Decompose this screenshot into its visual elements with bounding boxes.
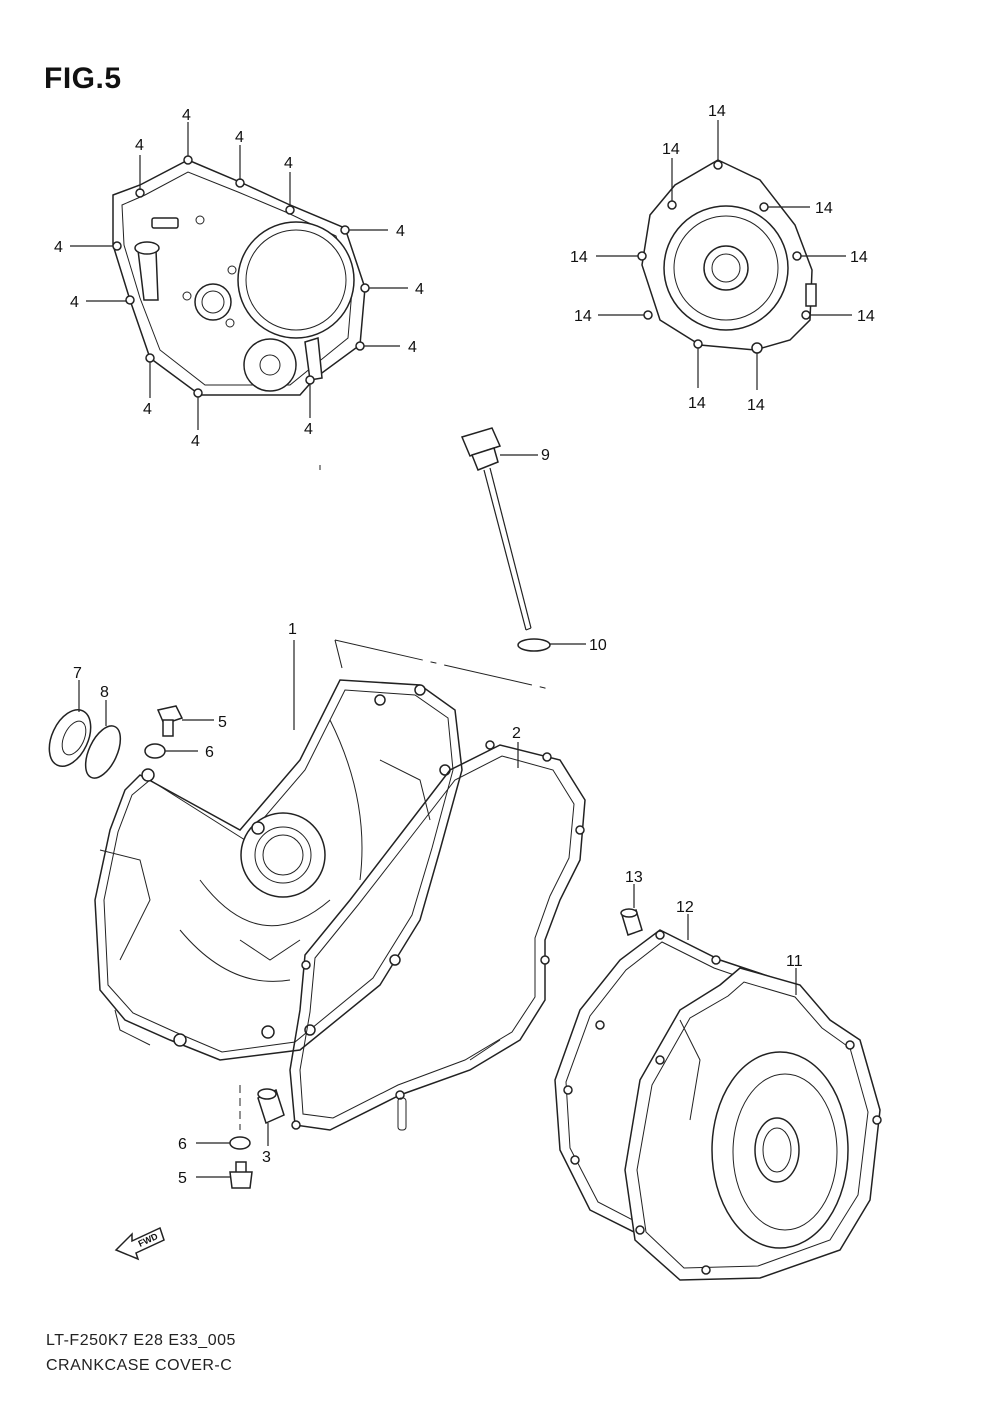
washer [144, 743, 166, 759]
callout-4: 4 [415, 281, 424, 298]
o-ring [84, 725, 122, 779]
callout-4: 4 [408, 339, 417, 356]
callout-14: 14 [688, 395, 706, 412]
callout-4: 4 [143, 401, 152, 418]
fwd-arrow-icon: FWD [114, 1226, 165, 1261]
outer-cover-bolt-pattern [596, 120, 852, 390]
callout-11: 11 [786, 953, 803, 970]
callout-4: 4 [54, 239, 63, 256]
gasket [289, 740, 586, 1131]
callout-14: 14 [815, 200, 833, 217]
callout-4: 4 [182, 107, 191, 124]
washer [229, 1136, 251, 1150]
callout-4: 4 [70, 294, 79, 311]
callout-14: 14 [708, 103, 726, 120]
callout-5: 5 [218, 714, 227, 731]
dowel-pin [620, 908, 643, 936]
figure-code: LT-F250K7 E28 E33_005 [46, 1332, 236, 1349]
dowel-pin [257, 1088, 285, 1125]
callout-4: 4 [135, 137, 144, 154]
callout-14: 14 [574, 308, 592, 325]
callout-14: 14 [850, 249, 868, 266]
o-ring [517, 638, 551, 652]
callout-12: 12 [676, 899, 694, 916]
callout-10: 10 [589, 637, 607, 654]
callout-4: 4 [396, 223, 405, 240]
callout-6: 6 [178, 1136, 187, 1153]
inner-cover-bolt-pattern [70, 122, 408, 430]
figure-name: CRANKCASE COVER-C [46, 1357, 233, 1374]
callout-14: 14 [747, 397, 765, 414]
callout-14: 14 [570, 249, 588, 266]
callout-4: 4 [235, 129, 244, 146]
drain-bolt [156, 705, 184, 737]
oil-seal [48, 709, 92, 767]
callout-9: 9 [541, 447, 550, 464]
callout-5: 5 [178, 1170, 187, 1187]
callout-14: 14 [857, 308, 875, 325]
callout-3: 3 [262, 1149, 271, 1166]
callout-6: 6 [205, 744, 214, 761]
callout-8: 8 [100, 684, 109, 701]
callout-4: 4 [191, 433, 200, 450]
clutch-cover [624, 967, 882, 1281]
figure-title: FIG.5 [44, 62, 122, 95]
callout-7: 7 [73, 665, 82, 682]
callout-2: 2 [512, 725, 521, 742]
callout-4: 4 [284, 155, 293, 172]
callout-4: 4 [304, 421, 313, 438]
callout-1: 1 [288, 621, 297, 638]
drain-bolt [229, 1161, 253, 1189]
oil-dipstick [460, 427, 538, 631]
callout-13: 13 [625, 869, 643, 886]
crankcase-cover [94, 679, 463, 1061]
callout-14: 14 [662, 141, 680, 158]
